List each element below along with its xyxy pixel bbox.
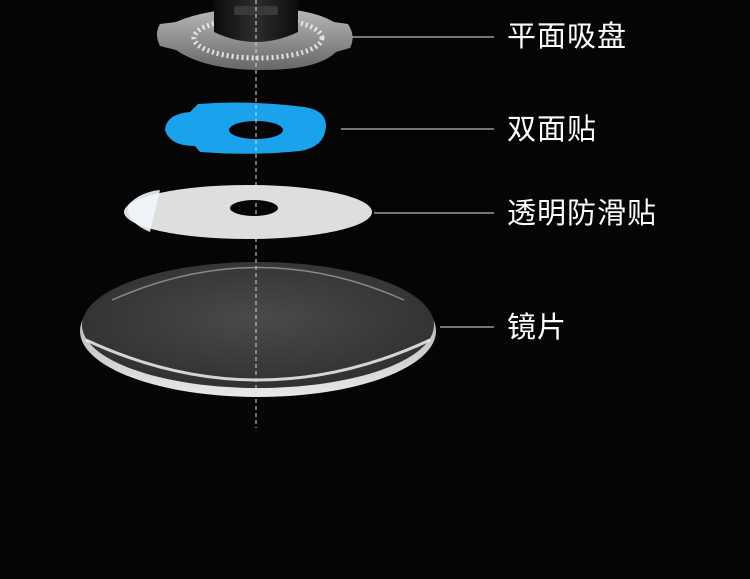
lens-part [80,262,436,397]
label-lens: 镜片 [507,310,567,344]
label-suction-cup: 平面吸盘 [507,19,627,53]
lens-body [82,262,434,388]
double-sided-tape-part [165,103,326,154]
anti-slip-sticker-hole [230,200,278,216]
suction-cup-part [157,0,353,70]
anti-slip-sticker-part [124,185,372,239]
label-anti-slip-sticker: 透明防滑贴 [507,196,657,230]
label-double-sided-tape: 双面贴 [507,112,597,146]
